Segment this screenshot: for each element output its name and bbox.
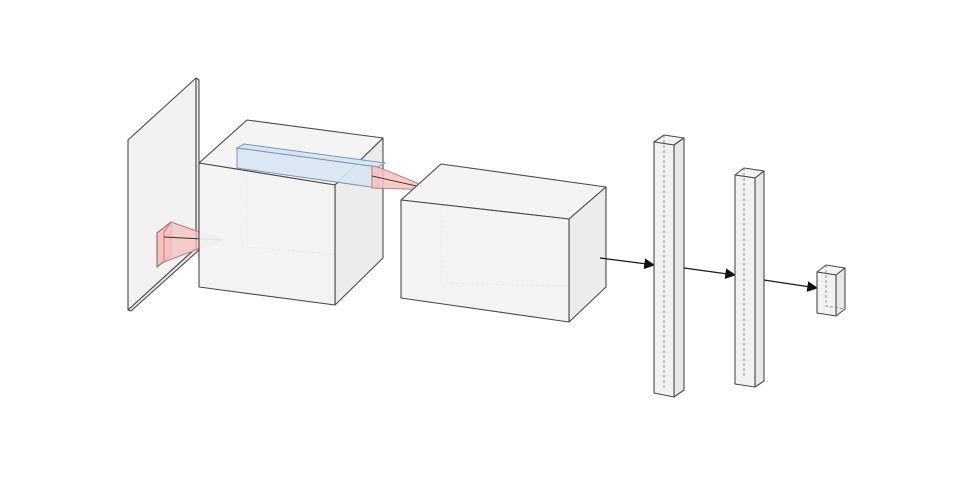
output xyxy=(816,264,846,317)
dense-2-side xyxy=(754,170,765,388)
output-side xyxy=(835,267,846,317)
dense-2 xyxy=(734,167,765,388)
input-plane-front xyxy=(127,77,197,311)
dense-1 xyxy=(653,134,685,398)
dense-1-side xyxy=(673,137,685,398)
dense-2-front xyxy=(734,174,756,388)
output-front xyxy=(816,271,837,317)
conv-block-1 xyxy=(198,118,387,306)
arrow-dense2-to-output xyxy=(763,279,819,292)
arrow-conv2-to-dense1 xyxy=(599,257,656,270)
dense-1-front xyxy=(653,141,675,398)
input-plane xyxy=(127,77,200,312)
conv-block-2-front xyxy=(400,199,570,323)
conv-block-1-front xyxy=(198,162,336,306)
conv-block-2 xyxy=(400,162,607,323)
arrow-dense1-to-dense2 xyxy=(683,267,737,280)
